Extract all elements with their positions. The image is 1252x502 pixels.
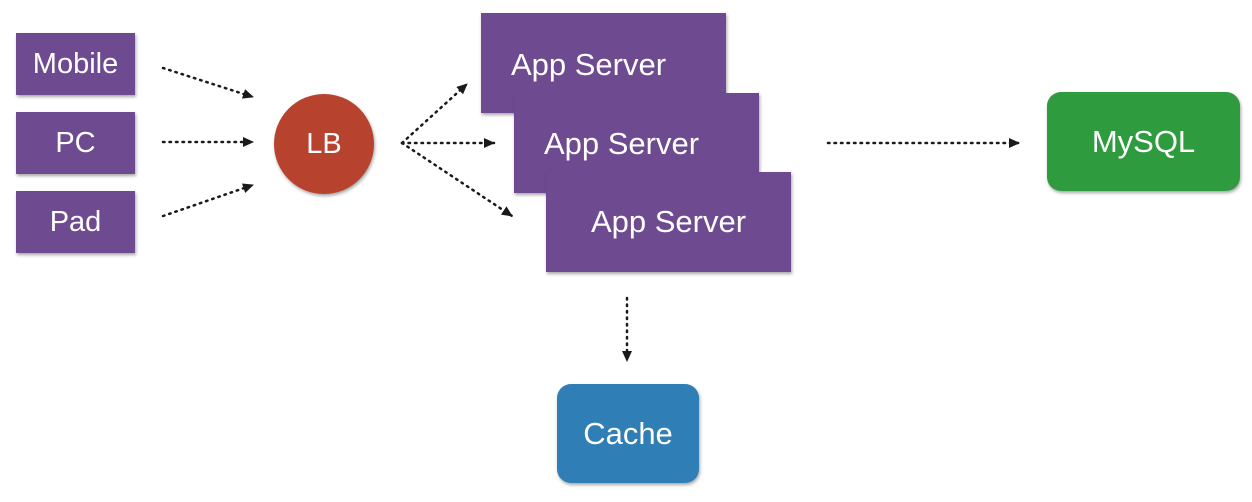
- client-node-label: Pad: [49, 205, 102, 238]
- mysql-node: MySQL: [1047, 92, 1240, 191]
- client-node-pad: Pad: [16, 191, 135, 253]
- client-node-label: PC: [55, 126, 96, 159]
- cache-label: Cache: [583, 415, 673, 451]
- client-node-mobile: Mobile: [16, 33, 135, 95]
- edge-pad-lb: [161, 183, 255, 218]
- client-node-pc: PC: [16, 112, 135, 174]
- client-node-label: Mobile: [32, 47, 119, 80]
- edge-lb-server-1: [400, 82, 469, 145]
- cache-node: Cache: [557, 384, 699, 483]
- load-balancer-label: LB: [306, 127, 342, 160]
- app-server-label: App Server: [590, 204, 747, 239]
- app-server-node-3: App Server: [546, 172, 791, 272]
- edge-lb-server-3: [400, 141, 514, 218]
- app-server-label: App Server: [543, 126, 700, 161]
- app-server-label: App Server: [510, 47, 667, 82]
- load-balancer-node: LB: [274, 94, 374, 194]
- mysql-label: MySQL: [1091, 123, 1196, 159]
- edge-mobile-lb: [161, 66, 255, 99]
